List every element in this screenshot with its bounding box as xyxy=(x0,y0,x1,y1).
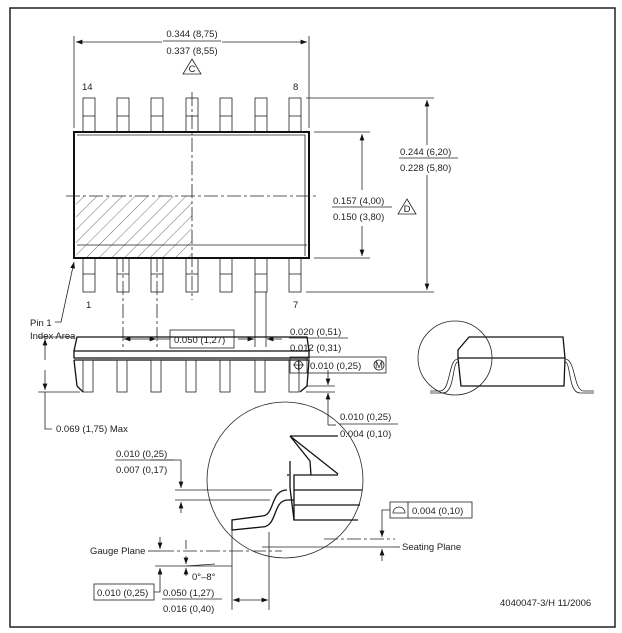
position-tolerance-value: 0.010 (0,25) xyxy=(310,361,361,372)
drawing-number: 4040047-3/H 11/2006 xyxy=(500,598,591,609)
pin1-leader xyxy=(55,261,75,323)
gauge-plane-label: Gauge Plane xyxy=(90,546,145,557)
note-d-triangle-icon xyxy=(397,198,417,215)
end-view xyxy=(417,320,594,396)
seating-plane-label: Seating Plane xyxy=(402,542,461,553)
pitch-box xyxy=(169,329,235,349)
pin-7-label: 7 xyxy=(293,300,298,311)
standoff-min: 0.004 (0,10) xyxy=(340,429,391,440)
detail-circle xyxy=(206,401,364,559)
mmc-label: M xyxy=(375,360,383,371)
detail-view: 0.010 (0,25) 0.007 (0,17) Gauge Plane 0°… xyxy=(90,401,473,615)
top-view: 0.344 (8,75) 0.337 (8,55) C 14 8 1 7 0.1… xyxy=(30,29,458,374)
profile-surface-icon xyxy=(392,506,406,514)
total-width-min: 0.228 (5,80) xyxy=(400,163,451,174)
lead-thickness-max: 0.010 (0,25) xyxy=(116,449,167,460)
total-width-max: 0.244 (6,20) xyxy=(400,147,451,158)
pin-1-label: 1 xyxy=(86,300,91,311)
height-max: 0.069 (1,75) Max xyxy=(56,424,128,435)
pin-14-label: 14 xyxy=(82,82,93,93)
pin1-index-label-line1: Pin 1 xyxy=(30,318,52,329)
body-width-min: 0.150 (3,80) xyxy=(333,212,384,223)
coplanarity-frame: 0.004 (0,10) xyxy=(389,501,473,519)
body-width-max: 0.157 (4,00) xyxy=(333,196,384,207)
foot-length-min: 0.016 (0,40) xyxy=(163,604,214,615)
note-c-label: C xyxy=(189,64,196,75)
length-min: 0.337 (8,55) xyxy=(166,46,217,57)
angle-label: 0°–8° xyxy=(192,572,216,583)
lead-width-max: 0.020 (0,51) xyxy=(290,327,341,338)
pin1-index-area-hatch xyxy=(76,196,192,258)
coplanarity-value: 0.004 (0,10) xyxy=(412,506,463,517)
standoff-max: 0.010 (0,25) xyxy=(340,412,391,423)
drawing-border xyxy=(9,7,616,628)
note-c-triangle-icon xyxy=(182,58,202,75)
lead-thickness-min: 0.007 (0,17) xyxy=(116,465,167,476)
package-body xyxy=(73,131,310,259)
lead-width-min: 0.012 (0,31) xyxy=(290,343,341,354)
note-d-label: D xyxy=(404,204,411,215)
pin1-index-label-line2: Index Area xyxy=(30,331,76,342)
pitch-value: 0.050 (1,27) xyxy=(174,335,225,346)
gauge-offset-value: 0.010 (0,25) xyxy=(97,588,148,599)
foot-length-max: 0.050 (1,27) xyxy=(163,588,214,599)
position-tolerance-frame: 0.010 (0,25) M xyxy=(289,356,387,374)
length-max: 0.344 (8,75) xyxy=(166,29,217,40)
side-view: 0.069 (1,75) Max 0.010 (0,25) 0.004 (0,1… xyxy=(38,336,398,440)
detail-callout-circle xyxy=(417,320,493,396)
mmc-symbol-icon xyxy=(373,359,385,371)
pin-8-label: 8 xyxy=(293,82,298,93)
